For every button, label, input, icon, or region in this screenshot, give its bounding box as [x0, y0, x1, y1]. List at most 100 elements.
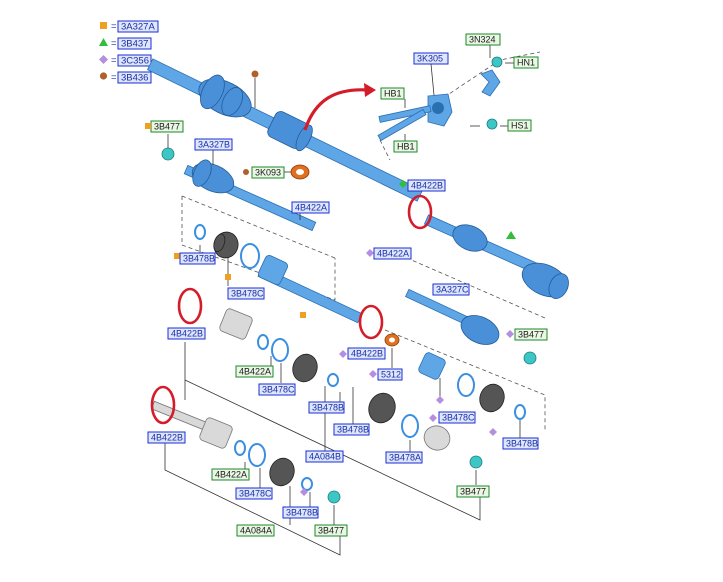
- label-hn1: HN1: [513, 56, 539, 69]
- label-3a327c: 3A327C: [432, 283, 470, 296]
- diamond-icon: [99, 55, 108, 64]
- label-4a084a: 4A084A: [236, 524, 275, 537]
- label-3b478c-mid: 3B478C: [258, 383, 296, 396]
- label-text: 3B477: [460, 487, 486, 497]
- label-text: 3B478C: [442, 413, 475, 423]
- label-text: 4A084A: [240, 526, 272, 536]
- label-text: HS1: [511, 121, 529, 131]
- label-text: HN1: [517, 58, 535, 68]
- legend: = 3A327A = 3B437 = 3C356 = 3B436: [99, 20, 159, 84]
- label-text: HB1: [384, 89, 402, 99]
- legend-item-3c356: = 3C356: [99, 54, 152, 67]
- legend-code: 3C356: [121, 56, 149, 67]
- legend-code: 3A327A: [121, 22, 155, 33]
- label-3n324: 3N324: [465, 33, 501, 46]
- label-text: 3N324: [469, 35, 496, 45]
- square-icon: [300, 312, 306, 318]
- circle-icon: [99, 72, 108, 80]
- label-3b477-bottom-right: 3B477: [456, 485, 490, 498]
- label-4b422a-top: 4B422A: [291, 201, 330, 214]
- label-text: 4B422A: [215, 470, 247, 480]
- label-4b422b-right-top: 4B422B: [407, 179, 446, 192]
- label-text: 4B422B: [171, 329, 203, 339]
- label-3a327b: 3A327B: [194, 138, 233, 151]
- label-text: 3A327B: [198, 140, 230, 150]
- driveshaft-upper-assembly: [147, 58, 423, 202]
- highlight-ring: [407, 194, 433, 230]
- highlight-ring: [358, 304, 384, 340]
- red-arrow: [303, 88, 369, 131]
- diamond-icon: [339, 350, 347, 358]
- label-3b478c-right: 3B478C: [438, 411, 476, 424]
- label-text: 4B422A: [295, 203, 327, 213]
- label-4b422a-right: 4B422A: [373, 247, 412, 260]
- explode-frames: [164, 195, 546, 556]
- label-text: 3A327C: [436, 285, 469, 295]
- label-text: 4B422B: [351, 349, 383, 359]
- label-hb1-top: HB1: [380, 87, 405, 100]
- label-4b422a-bottom: 4B422A: [211, 468, 250, 481]
- label-3b477-top: 3B477: [150, 120, 184, 133]
- label-text: HB1: [397, 142, 415, 152]
- legend-code: 3B436: [121, 73, 148, 84]
- circle-icon: [243, 169, 249, 175]
- legend-equals: =: [111, 55, 117, 66]
- legend-equals: =: [111, 38, 117, 49]
- square-icon: [145, 123, 151, 129]
- label-3b478b-center: 3B478B: [333, 423, 370, 436]
- label-3k093: 3K093: [251, 166, 285, 179]
- label-text: 4B422A: [239, 367, 271, 377]
- circle-icon: [251, 70, 259, 78]
- label-3k305: 3K305: [413, 52, 449, 65]
- label-3b478b-left: 3B478B: [179, 252, 216, 265]
- triangle-icon: [506, 231, 516, 239]
- label-3b478c-bottom: 3B478C: [235, 487, 273, 500]
- diamond-icon: [436, 396, 444, 404]
- diamond-icon: [369, 370, 377, 378]
- label-text: 3B478C: [262, 385, 295, 395]
- legend-item-3b437: = 3B437: [99, 37, 152, 50]
- label-text: 4B422A: [377, 249, 409, 259]
- diamond-icon: [506, 330, 514, 338]
- label-text: 3B477: [518, 330, 544, 340]
- label-4b422b-left: 4B422B: [147, 431, 186, 444]
- label-3b478b-right: 3B478B: [502, 437, 539, 450]
- arrow-head-icon: [364, 83, 376, 97]
- label-text: 5312: [381, 370, 401, 380]
- diamond-icon: [366, 249, 374, 257]
- label-text: 4A084B: [309, 452, 341, 462]
- driveshaft-3a327b: [161, 134, 317, 232]
- label-4b422a-mid: 4B422A: [235, 365, 274, 378]
- joint-row-3: [150, 400, 341, 525]
- label-3b478c-left: 3B478C: [227, 287, 265, 300]
- square-icon: [174, 253, 180, 259]
- square-icon: [225, 274, 231, 280]
- label-hs1: HS1: [507, 119, 532, 132]
- label-text: 3B478A: [389, 453, 421, 463]
- label-3b478b-mid: 3B478B: [308, 401, 345, 414]
- label-text: 3K093: [255, 168, 281, 178]
- triangle-icon: [99, 38, 108, 46]
- diamond-icon: [489, 428, 497, 436]
- label-3b478b-bottom: 3B478B: [282, 506, 319, 519]
- label-text: 4B422B: [151, 433, 183, 443]
- highlight-ring: [177, 287, 203, 325]
- driveshaft-right-assembly: [366, 180, 569, 438]
- label-text: 3B478B: [312, 403, 344, 413]
- label-text: 4B422B: [411, 181, 443, 191]
- label-text: 3B477: [154, 122, 180, 132]
- label-text: 3B478C: [239, 489, 272, 499]
- label-text: 3B477: [318, 526, 344, 536]
- joint-row-2: [219, 308, 483, 485]
- label-text: 3B478B: [506, 439, 538, 449]
- square-icon: [100, 22, 107, 29]
- diamond-icon: [300, 488, 308, 496]
- label-4b422b-ring1: 4B422B: [167, 327, 206, 340]
- legend-code: 3B437: [121, 39, 148, 50]
- bearing-bracket-group: [377, 44, 541, 161]
- label-text: 3B478B: [286, 508, 318, 518]
- legend-equals: =: [111, 21, 117, 32]
- legend-equals: =: [111, 72, 117, 83]
- label-3b478a: 3B478A: [385, 451, 423, 464]
